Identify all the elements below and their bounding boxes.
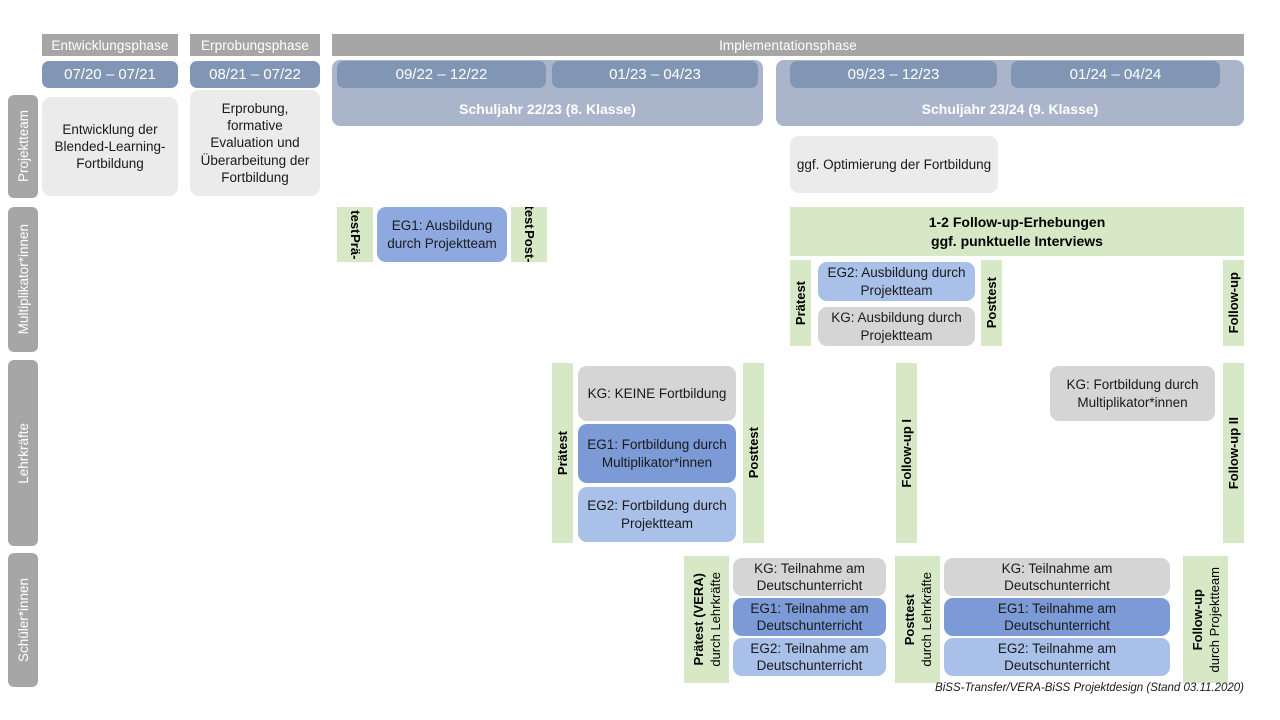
box-text: KG: Ausbildung durch Projektteam [831,310,962,343]
box-text: EG2: Fortbildung durch Projektteam [587,498,727,531]
box-text: Entwicklung der Blended-Learning-Fortbil… [54,121,166,172]
followup-label: Follow-up [1226,272,1241,334]
period-pill-0123-0423: 01/23 – 04/23 [552,61,758,88]
box-text: KG: Teilnahme am Deutschunterricht [754,560,865,593]
posttest-label-line1: Post- [521,230,537,262]
role-label-projektteam: Projektteam [8,95,38,198]
schueler-left-box-kg: KG: Teilnahme am Deutschunterricht [733,558,886,596]
period-label: 01/23 – 04/23 [609,66,701,83]
banner-text: 1-2 Follow-up-Erhebungen ggf. punktuelle… [929,213,1106,251]
period-pill-0720-0721: 07/20 – 07/21 [42,61,178,88]
pretest-label: Prätest [555,430,570,476]
pretest-label-stack: Prä- test [348,210,363,259]
role-label-lehrkraefte: Lehrkräfte [8,360,38,546]
posttest-label: Posttest [901,593,917,646]
followup-label: Follow-up [1189,588,1205,651]
posttest-sublabel: durch Lehrkräfte [918,572,934,667]
lehrkraefte-followup-2-strip: Follow-up II [1223,363,1244,543]
projektteam-box-erprobung: Erprobung, formative Evaluation und Über… [190,90,320,196]
period-pill-0124-0424: 01/24 – 04/24 [1011,61,1220,88]
box-text: EG1: Ausbildung durch Projektteam [387,218,497,251]
schueler-left-box-eg2: EG2: Teilnahme am Deutschunterricht [733,638,886,676]
box-text: KG: KEINE Fortbildung [587,385,727,401]
followup-label: Follow-up II [1226,416,1241,490]
projektteam-box-entwicklung: Entwicklung der Blended-Learning-Fortbil… [42,97,178,196]
posttest-label-stack: Post- test [522,207,537,262]
period-label: 01/24 – 04/24 [1069,66,1162,83]
followup-sublabel: durch Projektteam [1206,566,1222,673]
box-text: EG1: Fortbildung durch Multiplikator*inn… [587,437,727,470]
box-text: ggf. Optimierung der Fortbildung [796,156,992,172]
period-label: 09/23 – 12/23 [847,66,940,83]
multiplikator-box-kg: KG: Ausbildung durch Projektteam [818,307,975,346]
credit-text: BiSS-Transfer/VERA-BiSS Projektdesign (S… [935,682,1244,694]
multiplikator-posttest-strip-1: Post- test [511,207,547,262]
box-text: KG: Fortbildung durch Multiplikator*inne… [1066,377,1199,410]
box-text: EG2: Teilnahme am Deutschunterricht [997,640,1117,673]
pretest-sublabel: durch Lehrkräfte [707,572,723,667]
phase-header-entwicklungsphase: Entwicklungsphase [42,34,178,56]
phase-label: Implementationsphase [719,37,857,53]
projektteam-box-optimierung: ggf. Optimierung der Fortbildung [790,136,998,193]
lehrkraefte-followup-1-strip: Follow-up I [896,363,917,543]
posttest-label-line2: test [521,207,537,230]
period-label: 07/20 – 07/21 [64,66,156,83]
box-text: Erprobung, formative Evaluation und Über… [200,100,310,185]
box-text: EG1: Teilnahme am Deutschunterricht [997,600,1117,633]
role-label-text: Schüler*innen [15,577,31,663]
pretest-label-line2: test [347,209,363,233]
lehrkraefte-box-eg2: EG2: Fortbildung durch Projektteam [578,487,736,542]
period-pill-0922-1222: 09/22 – 12/22 [337,61,546,88]
period-pill-0821-0722: 08/21 – 07/22 [190,61,320,88]
followup-label: Follow-up I [899,418,914,488]
posttest-label: Posttest [984,277,999,329]
posttest-label: Posttest [746,427,761,479]
role-label-schuelerinnen: Schüler*innen [8,553,38,687]
box-text: EG2: Ausbildung durch Projektteam [827,265,966,298]
multiplikator-followup-banner: 1-2 Follow-up-Erhebungen ggf. punktuelle… [790,207,1244,256]
phase-header-erprobungsphase: Erprobungsphase [190,34,320,56]
multiplikator-pretest-strip-2: Prätest [790,260,811,346]
schueler-followup-strip: Follow-up durch Projektteam [1183,556,1228,683]
role-label-text: Projektteam [15,110,31,183]
role-label-multiplikatorinnen: Multiplikator*innen [8,207,38,352]
role-label-text: Multiplikator*innen [15,224,31,335]
phase-label: Erprobungsphase [200,37,310,53]
multiplikator-followup-strip: Follow-up [1223,260,1244,346]
footer-credit: BiSS-Transfer/VERA-BiSS Projektdesign (S… [820,682,1244,698]
multiplikator-posttest-strip-2: Posttest [981,260,1002,346]
lehrkraefte-posttest-strip: Posttest [743,363,764,543]
pretest-label: Prätest (VERA) [690,573,706,666]
lehrkraefte-box-kg: KG: KEINE Fortbildung [578,366,736,421]
box-text: EG2: Teilnahme am Deutschunterricht [750,640,869,673]
multiplikator-box-eg2: EG2: Ausbildung durch Projektteam [818,262,975,301]
banner-line1: 1-2 Follow-up-Erhebungen [928,213,1106,230]
lehrkraefte-box-eg1: EG1: Fortbildung durch Multiplikator*inn… [578,424,736,483]
period-pill-0923-1223: 09/23 – 12/23 [790,61,997,88]
schueler-right-box-kg: KG: Teilnahme am Deutschunterricht [944,558,1170,596]
schueler-pretest-strip: Prätest (VERA) durch Lehrkräfte [684,556,729,683]
pretest-label-line1: Prä- [347,233,363,260]
phase-label: Entwicklungsphase [51,37,169,53]
banner-line2: ggf. punktuelle Interviews [931,232,1103,249]
lehrkraefte-box-kg-right: KG: Fortbildung durch Multiplikator*inne… [1050,366,1215,421]
multiplikator-pretest-strip-1: Prä- test [337,207,373,262]
period-label: 08/21 – 07/22 [209,66,301,83]
role-label-text: Lehrkräfte [15,422,31,484]
box-text: KG: Teilnahme am Deutschunterricht [1001,560,1113,593]
schueler-right-box-eg1: EG1: Teilnahme am Deutschunterricht [944,598,1170,636]
period-label: 09/22 – 12/22 [395,66,488,83]
school-year-label: Schuljahr 22/23 (8. Klasse) [459,101,636,117]
multiplikator-box-eg1: EG1: Ausbildung durch Projektteam [377,207,507,262]
schueler-posttest-strip: Posttest durch Lehrkräfte [895,556,940,683]
phase-header-implementationsphase: Implementationsphase [332,34,1244,56]
schueler-left-box-eg1: EG1: Teilnahme am Deutschunterricht [733,598,886,636]
lehrkraefte-pretest-strip: Prätest [552,363,573,543]
box-text: EG1: Teilnahme am Deutschunterricht [750,600,869,633]
school-year-label: Schuljahr 23/24 (9. Klasse) [921,101,1099,117]
schueler-right-box-eg2: EG2: Teilnahme am Deutschunterricht [944,638,1170,676]
pretest-label: Prätest [793,280,808,326]
